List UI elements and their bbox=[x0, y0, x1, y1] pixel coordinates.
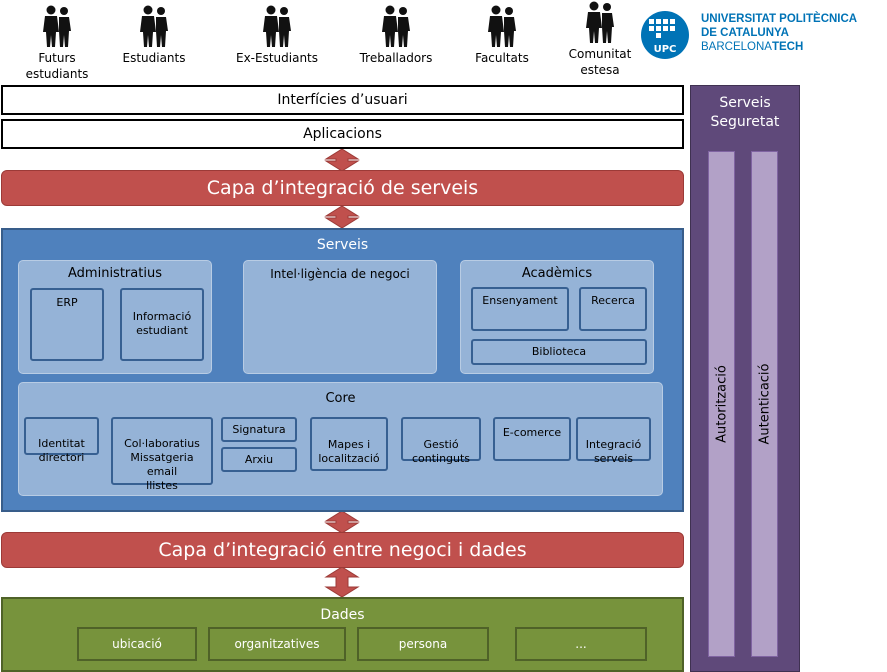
people-icon bbox=[43, 5, 71, 47]
box-recerca: Recerca bbox=[579, 287, 647, 331]
logo-line-1: UNIVERSITAT POLITÈCNICA bbox=[701, 13, 858, 25]
box-label: Signatura bbox=[232, 422, 286, 436]
security-title: Serveis Seguretat bbox=[710, 95, 780, 130]
user-group-ex-estudiants: Ex-Estudiants bbox=[232, 4, 322, 66]
box-gestio-continguts: Gestió continguts bbox=[401, 417, 481, 465]
double-arrow-icon bbox=[324, 206, 360, 228]
user-group-label: Treballadors bbox=[359, 51, 433, 65]
box-label: persona bbox=[398, 637, 448, 651]
box-label: Informació estudiant bbox=[132, 310, 192, 337]
layer-label: Capa d’integració de serveis bbox=[206, 177, 479, 199]
group-title: Intel·ligència de negoci bbox=[270, 267, 410, 281]
upc-emblem-text: UPC bbox=[654, 44, 677, 55]
layer-integracio-serveis: Capa d’integració de serveis bbox=[1, 170, 684, 206]
data-box-ubicacio: ubicació bbox=[77, 627, 197, 661]
data-box-more: ... bbox=[515, 627, 647, 661]
user-group-comunitat-estesa: Comunitat estesa bbox=[555, 0, 645, 78]
people-icon bbox=[586, 1, 614, 43]
box-erp: ERP bbox=[30, 288, 104, 361]
box-label: Integració serveis bbox=[585, 438, 642, 465]
layer-label: Aplicacions bbox=[303, 126, 382, 142]
layer-integracio-negoci-dades: Capa d’integració entre negoci i dades bbox=[1, 532, 684, 568]
box-integracio-serveis: Integració serveis bbox=[576, 417, 651, 465]
logo-line-2: DE CATALUNYA bbox=[701, 27, 789, 39]
people-icon bbox=[382, 5, 410, 47]
user-group-label: Ex-Estudiants bbox=[235, 51, 319, 65]
logo-line-3-bold: TECH bbox=[771, 41, 804, 53]
people-icon bbox=[140, 5, 168, 47]
box-biblioteca: Biblioteca bbox=[471, 339, 647, 365]
box-label: ubicació bbox=[112, 637, 162, 651]
box-label: Identitat directori bbox=[38, 437, 85, 464]
group-intelligencia-negoci: Intel·ligència de negoci bbox=[243, 260, 437, 374]
box-arxiu: Arxiu bbox=[221, 447, 297, 472]
people-icon bbox=[263, 5, 291, 47]
box-signatura: Signatura bbox=[221, 417, 297, 442]
people-icon bbox=[488, 5, 516, 47]
column-label: Autorització bbox=[714, 365, 729, 443]
user-group-label: Facultats bbox=[475, 51, 529, 65]
box-label: Ensenyament bbox=[482, 294, 558, 307]
box-label: Gestió continguts bbox=[411, 438, 471, 465]
data-panel: Dades ubicació organitzatives persona ..… bbox=[1, 597, 684, 672]
layer-aplicacions: Aplicacions bbox=[1, 119, 684, 149]
data-title: Dades bbox=[320, 607, 365, 623]
box-label: Mapes i localització bbox=[318, 438, 380, 465]
group-academics: Acadèmics Ensenyament Recerca Biblioteca bbox=[460, 260, 654, 374]
box-ensenyament: Ensenyament bbox=[471, 287, 569, 331]
data-box-organitzatives: organitzatives bbox=[208, 627, 346, 661]
user-group-estudiants: Estudiants bbox=[109, 4, 199, 66]
box-mapes-localitzacio: Mapes i localització bbox=[310, 417, 388, 471]
group-title: Administratius bbox=[68, 266, 162, 281]
column-label: Autenticació bbox=[757, 363, 772, 445]
layer-interficies-usuari: Interfícies d’usuari bbox=[1, 85, 684, 115]
security-panel: Serveis Seguretat Autorització Autentica… bbox=[690, 85, 800, 672]
group-title: Core bbox=[325, 391, 356, 406]
box-label: ... bbox=[575, 637, 587, 651]
box-collaboratius: Col·laboratius Missatgeria email llistes bbox=[111, 417, 213, 492]
security-column-autoritzacio: Autorització bbox=[708, 151, 735, 657]
box-label: Col·laboratius Missatgeria email llistes bbox=[124, 437, 200, 492]
box-e-comerce: E-comerce bbox=[493, 417, 571, 461]
layer-label: Capa d’integració entre negoci i dades bbox=[158, 539, 527, 561]
group-title: Acadèmics bbox=[521, 266, 593, 281]
user-group-label: Futurs estudiants bbox=[25, 51, 89, 81]
logo-line-3: BARCELONA bbox=[701, 41, 772, 53]
user-group-futurs-estudiants: Futurs estudiants bbox=[12, 4, 102, 82]
user-group-treballadors: Treballadors bbox=[351, 4, 441, 66]
upc-emblem-icon: UPC bbox=[641, 11, 689, 59]
box-label: Recerca bbox=[591, 294, 635, 307]
user-group-label: Comunitat estesa bbox=[568, 47, 632, 77]
user-group-label: Estudiants bbox=[122, 51, 186, 65]
services-panel: Serveis Administratius ERP Informació es… bbox=[1, 228, 684, 512]
security-column-autenticacio: Autenticació bbox=[751, 151, 778, 657]
box-informacio-estudiant: Informació estudiant bbox=[120, 288, 204, 361]
box-label: Biblioteca bbox=[531, 345, 587, 358]
services-title: Serveis bbox=[316, 237, 369, 253]
double-arrow-icon bbox=[324, 149, 360, 171]
data-box-persona: persona bbox=[357, 627, 489, 661]
group-administratius: Administratius ERP Informació estudiant bbox=[18, 260, 212, 374]
box-label: E-comerce bbox=[502, 426, 562, 439]
group-core: Core Identitat directori Col·laboratius … bbox=[18, 382, 663, 496]
box-identitat-directori: Identitat directori bbox=[24, 417, 99, 464]
double-arrow-icon bbox=[324, 567, 360, 597]
box-label: organitzatives bbox=[234, 637, 320, 651]
user-group-facultats: Facultats bbox=[457, 4, 547, 66]
layer-label: Interfícies d’usuari bbox=[277, 92, 408, 108]
box-label: ERP bbox=[56, 296, 78, 309]
double-arrow-icon bbox=[324, 511, 360, 533]
upc-logo: UPC UNIVERSITAT POLITÈCNICA DE CATALUNYA… bbox=[640, 10, 885, 62]
box-label: Arxiu bbox=[244, 452, 274, 466]
